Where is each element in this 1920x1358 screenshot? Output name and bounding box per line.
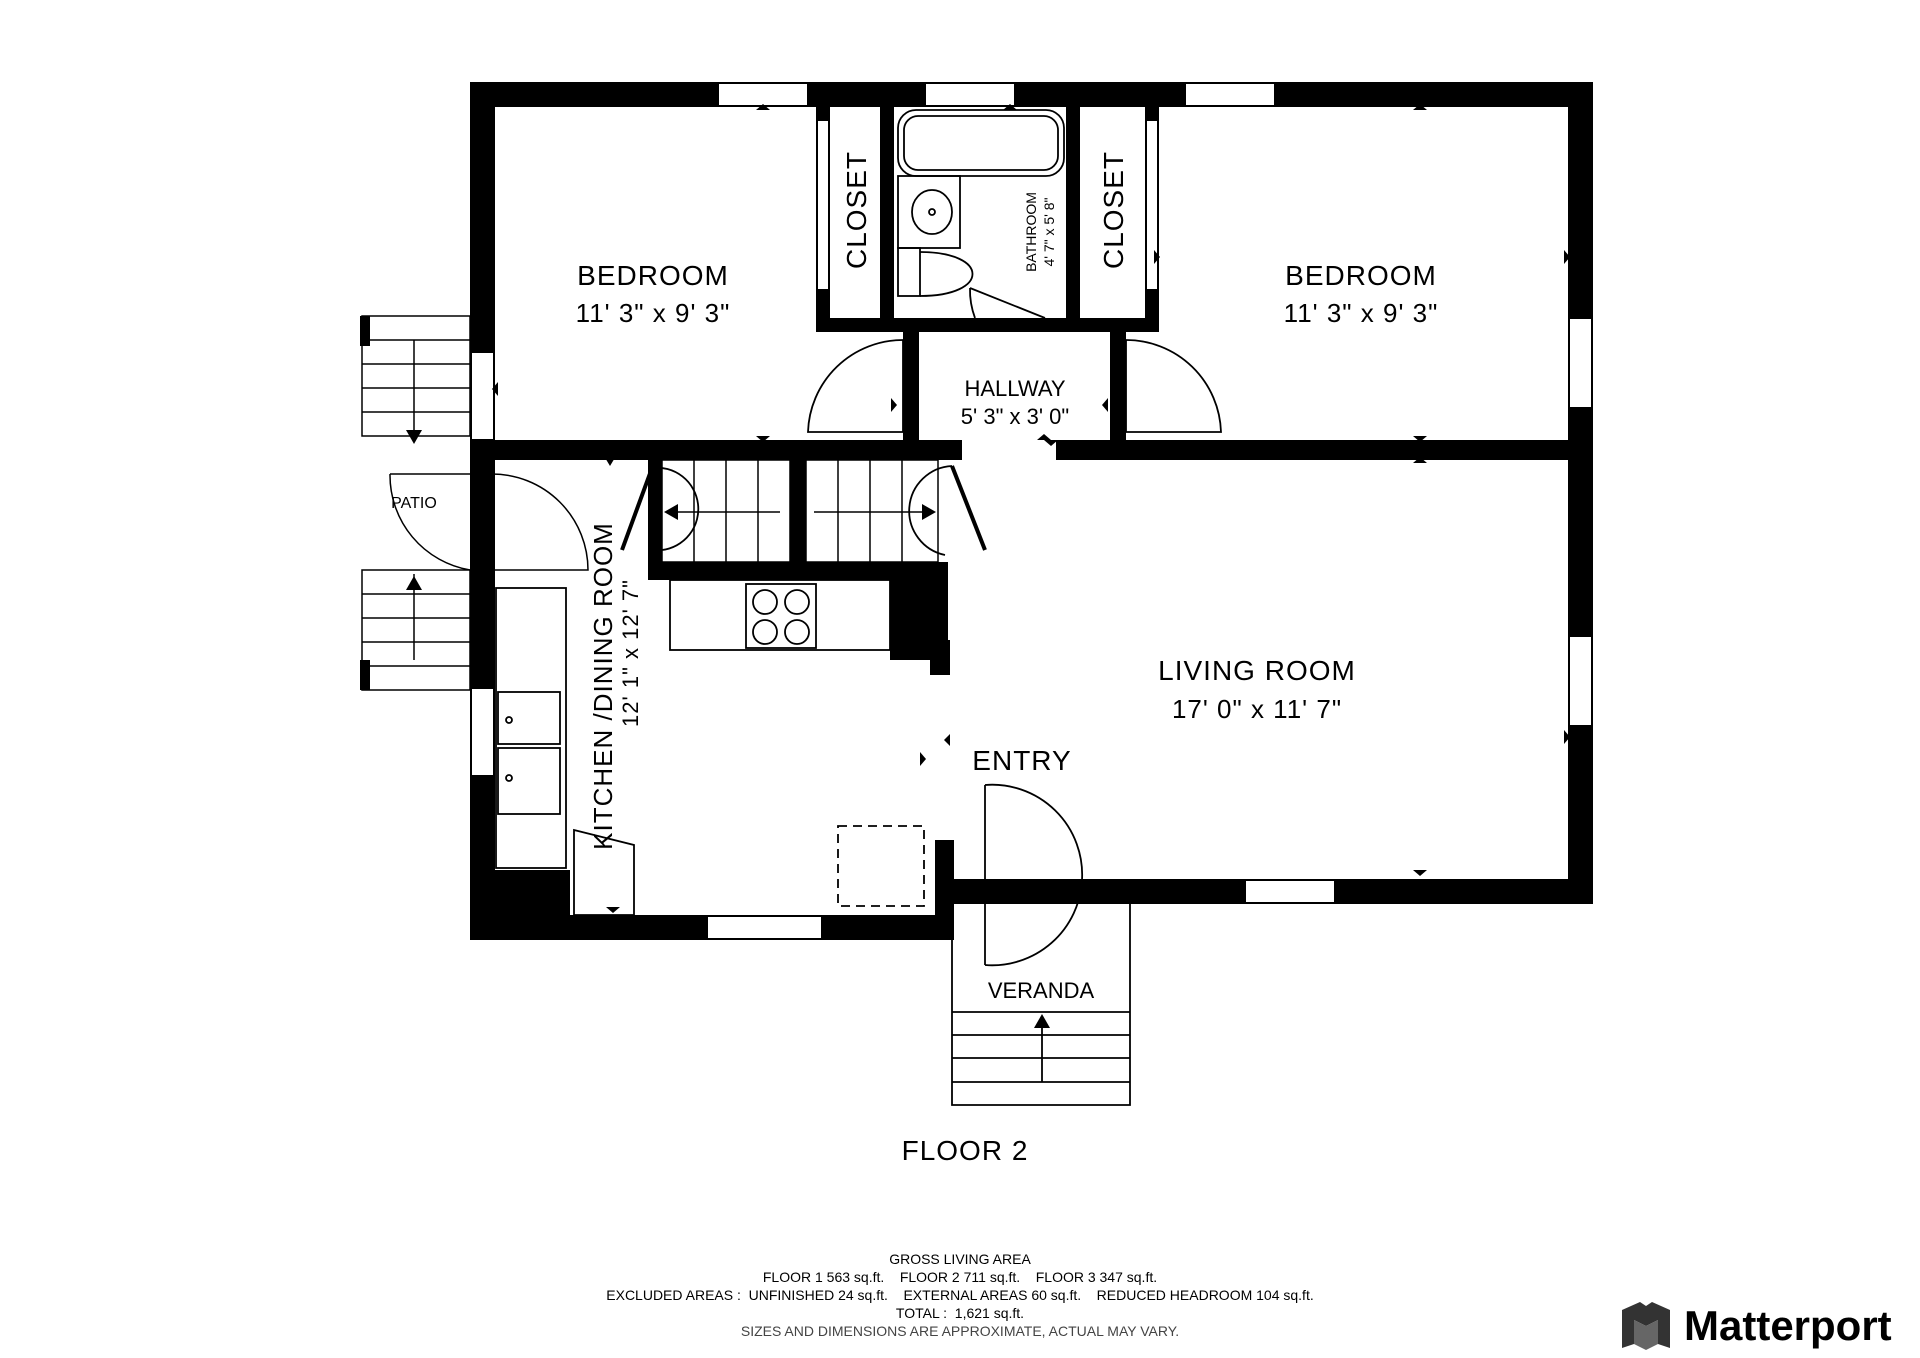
area-summary-note: SIZES AND DIMENSIONS ARE APPROXIMATE, AC…: [740, 1323, 1180, 1339]
living-dim: 17' 0" x 11' 7": [1172, 694, 1342, 724]
bedroom-right-name: BEDROOM: [1285, 260, 1437, 291]
veranda: [951, 900, 1131, 1106]
walls: [360, 82, 1593, 940]
matterport-logo-icon: [1622, 1302, 1670, 1350]
floor-label: FLOOR 2: [901, 1135, 1029, 1166]
kitchen-name: KITCHEN /DINING ROOM: [588, 522, 618, 850]
bedroom-right-dim: 11' 3" x 9' 3": [1284, 298, 1439, 328]
markers: [492, 104, 1570, 913]
entry-name: ENTRY: [972, 745, 1071, 776]
area-summary-floors: FLOOR 1 563 sq.ft. FLOOR 2 711 sq.ft. FL…: [762, 1269, 1158, 1285]
kitchen-fixtures: [495, 579, 925, 916]
matterport-brand: Matterport: [1620, 1296, 1892, 1356]
area-summary-title: GROSS LIVING AREA: [889, 1251, 1031, 1267]
hallway-name: HALLWAY: [964, 376, 1065, 401]
windows: [470, 82, 1593, 940]
brand-name: Matterport: [1684, 1302, 1892, 1349]
patio-stairs: [361, 315, 471, 691]
patio-name: PATIO: [391, 495, 437, 512]
kitchen-dim: 12' 1" x 12' 7": [618, 579, 643, 727]
bathroom-name: BATHROOM: [1023, 192, 1039, 272]
closet-left-name: CLOSET: [841, 151, 872, 269]
area-summary-total: TOTAL : 1,621 sq.ft.: [895, 1305, 1025, 1321]
living-name: LIVING ROOM: [1158, 655, 1356, 686]
closet-right-name: CLOSET: [1098, 151, 1129, 269]
area-summary: GROSS LIVING AREA FLOOR 1 563 sq.ft. FLO…: [0, 1250, 1920, 1340]
interior-stairs: [661, 459, 939, 563]
hallway-dim: 5' 3" x 3' 0": [961, 404, 1069, 429]
room-labels: BEDROOM 11' 3" x 9' 3" BEDROOM 11' 3" x …: [391, 151, 1439, 1003]
bathroom-fixtures: [897, 109, 1065, 319]
bedroom-left-name: BEDROOM: [577, 260, 729, 291]
area-summary-excluded: EXCLUDED AREAS : UNFINISHED 24 sq.ft. EX…: [606, 1287, 1314, 1303]
veranda-name: VERANDA: [988, 978, 1095, 1003]
bedroom-left-dim: 11' 3" x 9' 3": [576, 298, 731, 328]
bathroom-dim: 4' 7" x 5' 8": [1041, 197, 1057, 266]
doors: [620, 339, 1222, 967]
